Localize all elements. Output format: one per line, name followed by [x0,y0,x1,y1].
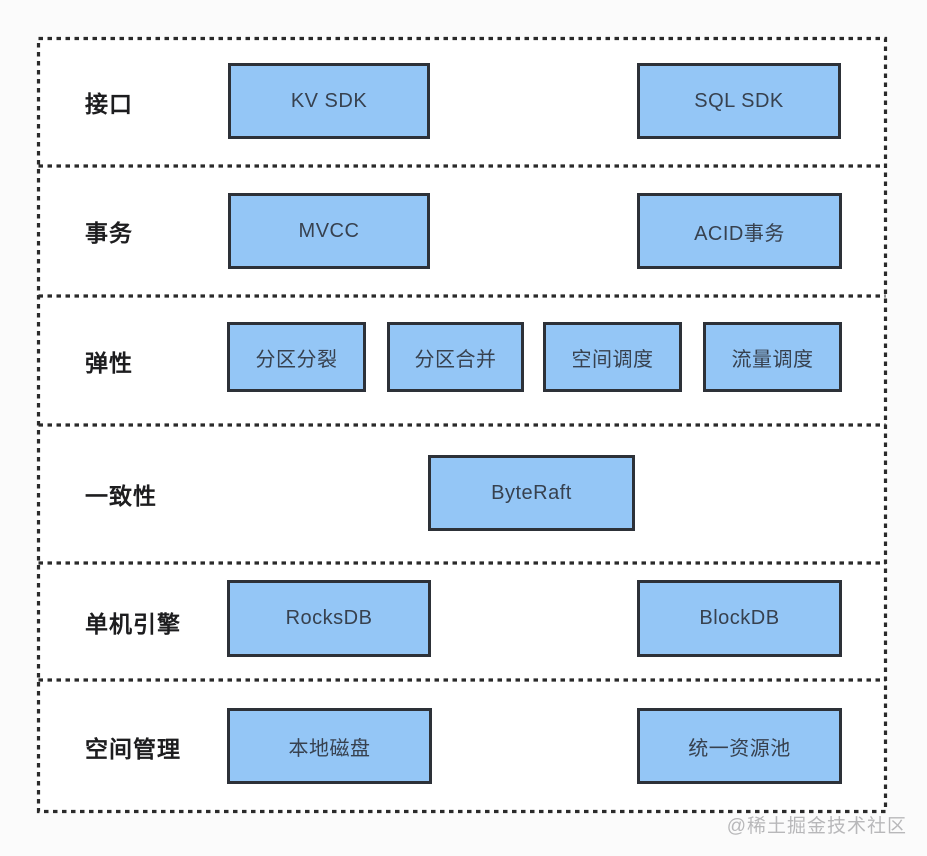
layer-row-interface: 接口 KV SDK SQL SDK [37,37,887,166]
layer-row-elasticity: 弹性 分区分裂 分区合并 空间调度 流量调度 [37,296,887,425]
node-traffic-scheduling: 流量调度 [703,322,842,392]
node-blockdb: BlockDB [637,580,842,657]
node-rocksdb: RocksDB [227,580,431,657]
node-sql-sdk: SQL SDK [637,63,841,139]
node-partition-split: 分区分裂 [227,322,366,392]
layer-label-elasticity: 弹性 [85,349,133,376]
layer-label-standalone-engine: 单机引擎 [85,610,181,637]
node-mvcc: MVCC [228,193,430,269]
node-partition-merge: 分区合并 [387,322,524,392]
layer-row-space-management: 空间管理 本地磁盘 统一资源池 [37,680,887,813]
node-byteraft: ByteRaft [428,455,635,531]
layer-row-standalone-engine: 单机引擎 RocksDB BlockDB [37,563,887,680]
node-unified-resource-pool: 统一资源池 [637,708,842,784]
layer-row-transaction: 事务 MVCC ACID事务 [37,166,887,296]
layer-label-space-management: 空间管理 [85,735,181,762]
layer-label-interface: 接口 [85,90,133,117]
node-kv-sdk: KV SDK [228,63,430,139]
watermark: @稀土掘金技术社区 [726,816,907,837]
layer-row-consistency: 一致性 ByteRaft [37,425,887,563]
layers-panel: 接口 KV SDK SQL SDK 事务 MVCC ACID事务 弹性 分区分裂… [37,37,887,813]
node-local-disk: 本地磁盘 [227,708,432,784]
node-space-scheduling: 空间调度 [543,322,682,392]
node-acid-transaction: ACID事务 [637,193,842,269]
layer-label-consistency: 一致性 [85,483,157,509]
layer-label-transaction: 事务 [85,220,133,246]
